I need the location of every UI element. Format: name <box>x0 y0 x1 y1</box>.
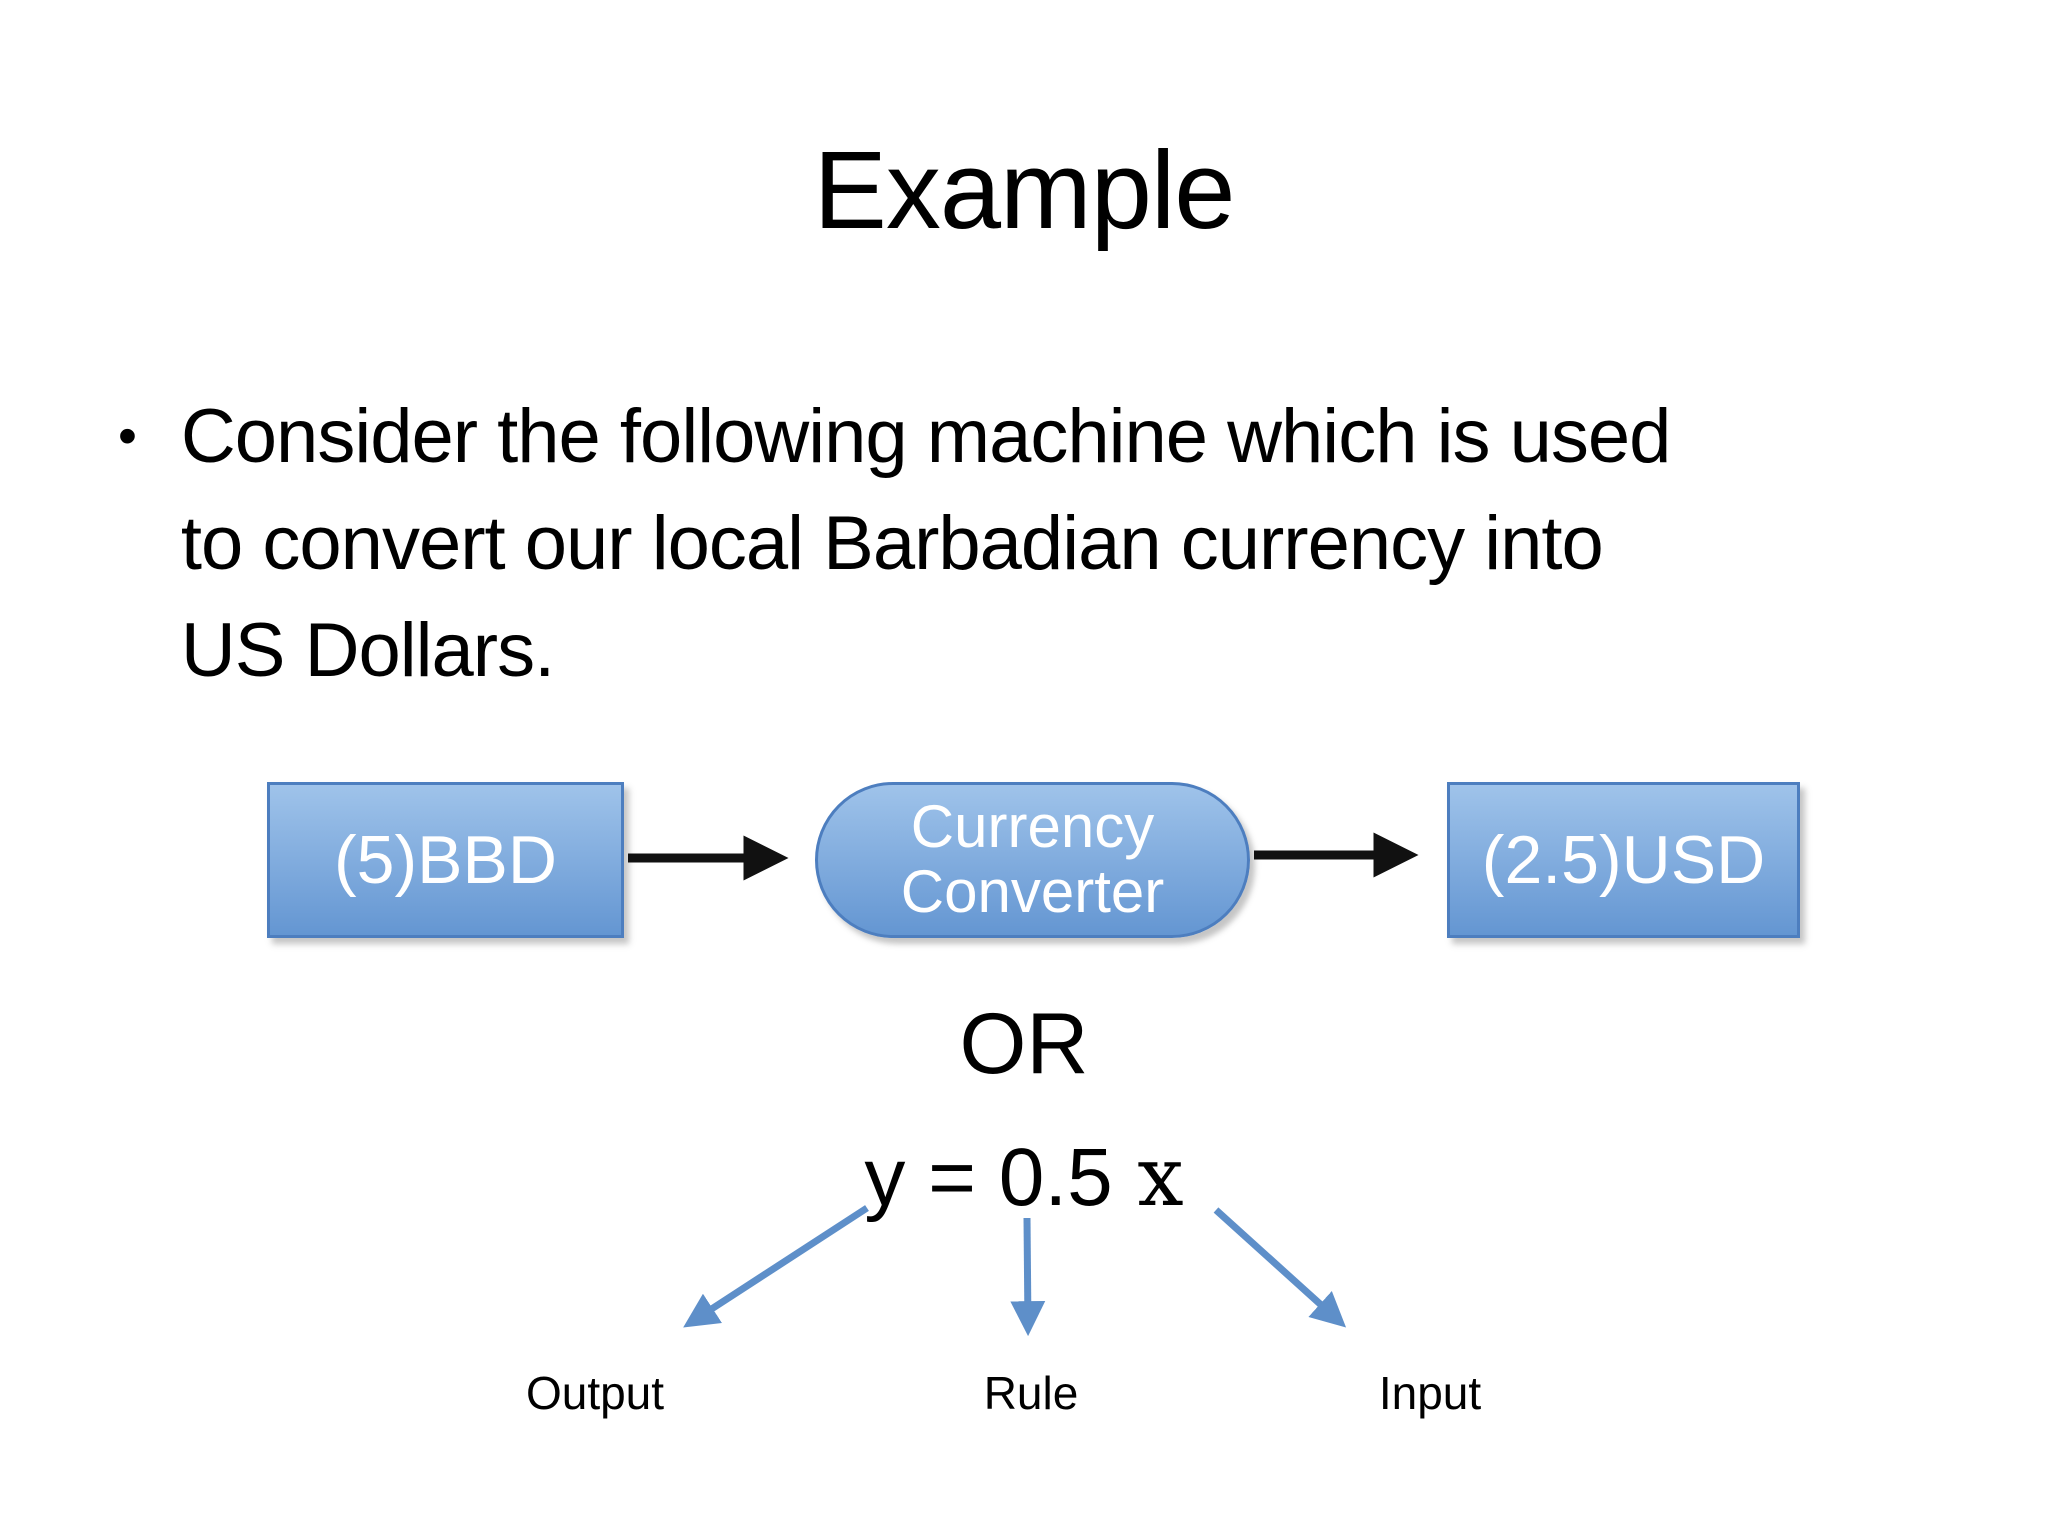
equation-variable: x <box>1137 1130 1184 1225</box>
equation: y = 0.5 x <box>0 1130 2048 1225</box>
bullet-line: to convert our local Barbadian currency … <box>180 501 1604 586</box>
bullet-item: • Consider the following machine which i… <box>118 383 1978 704</box>
bullet-line: US Dollars. <box>180 608 555 693</box>
bullet-marker: • <box>118 406 137 466</box>
arrow-equation-to-rule-label <box>1010 1217 1046 1337</box>
input-box: (5)BBD <box>267 782 624 938</box>
or-label: OR <box>959 996 1089 1092</box>
annotation-rule: Rule <box>983 1367 1079 1419</box>
output-box-label: (2.5)USD <box>1481 822 1766 898</box>
converter-box-label: Currency Converter <box>900 793 1165 925</box>
equation-prefix: y = 0.5 <box>864 1132 1113 1223</box>
bullet-text: Consider the following machine which is … <box>181 383 1978 704</box>
converter-box: Currency Converter <box>815 782 1250 938</box>
input-box-label: (5)BBD <box>334 822 557 898</box>
slide-title: Example <box>813 129 1236 252</box>
output-box: (2.5)USD <box>1447 782 1800 938</box>
arrow-equation-to-output-label <box>683 1205 869 1328</box>
bullet-line: Consider the following machine which is … <box>180 394 1671 479</box>
annotation-output: Output <box>525 1367 665 1419</box>
arrow-equation-to-input-label <box>1213 1207 1347 1328</box>
annotation-input: Input <box>1378 1367 1482 1419</box>
